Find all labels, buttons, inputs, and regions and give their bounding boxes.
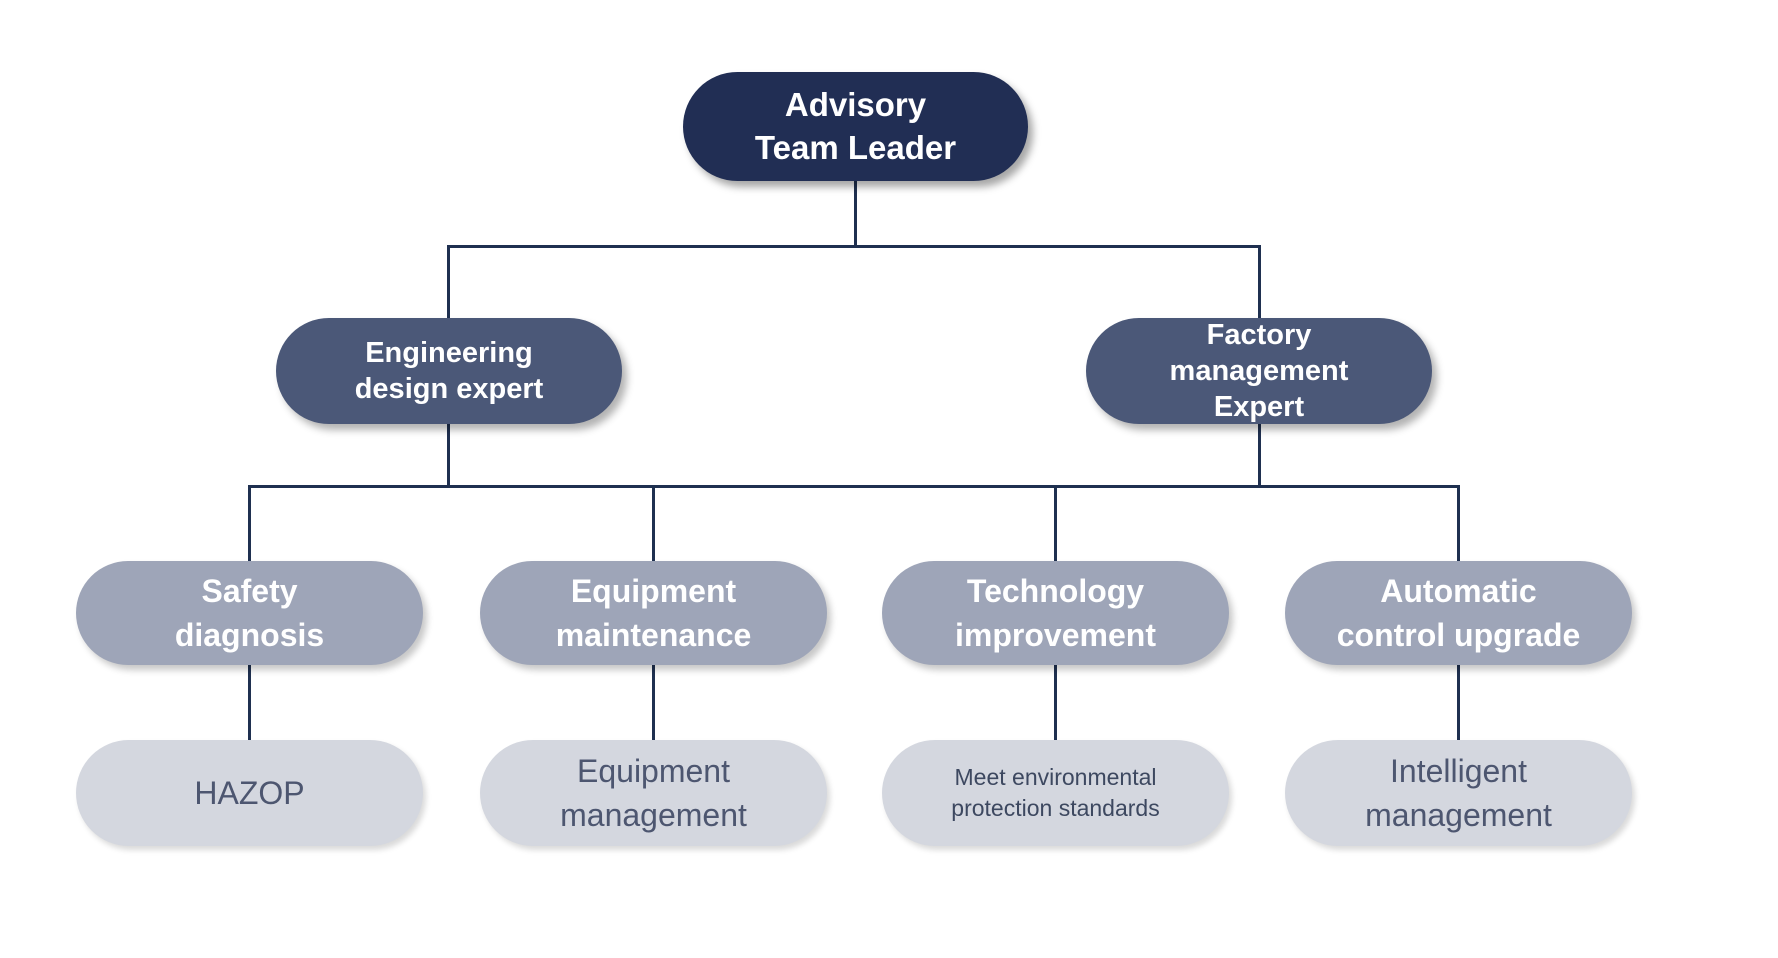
node-equipment-maintenance: Equipment maintenance — [480, 561, 827, 665]
connector-level3-horizontal — [248, 485, 1460, 488]
connector-to-engineering — [447, 245, 450, 319]
node-equipment-management: Equipment management — [480, 740, 827, 846]
connector-technology-detail — [1054, 665, 1057, 741]
connector-to-factory — [1258, 245, 1261, 319]
node-label: Engineering design expert — [354, 336, 544, 405]
node-factory-management-expert: Factory management Expert — [1086, 318, 1432, 424]
connector-to-technology — [1054, 485, 1057, 562]
connector-root-down — [854, 181, 857, 248]
node-hazop: HAZOP — [76, 740, 423, 846]
connector-level2-horizontal — [447, 245, 1261, 248]
node-environmental-standards: Meet environmental protection standards — [882, 740, 1229, 846]
connector-to-safety — [248, 485, 251, 562]
node-label: Automatic control upgrade — [1336, 572, 1581, 653]
connector-engineering-down — [447, 424, 450, 487]
node-technology-improvement: Technology improvement — [882, 561, 1229, 665]
node-label: Intelligent management — [1365, 752, 1552, 833]
node-label: Advisory Team Leader — [754, 85, 957, 166]
node-engineering-design-expert: Engineering design expert — [276, 318, 622, 424]
node-intelligent-management: Intelligent management — [1285, 740, 1632, 846]
node-advisory-team-leader: Advisory Team Leader — [683, 72, 1028, 181]
node-label: Meet environmental protection standards — [951, 763, 1160, 821]
connector-to-maintenance — [652, 485, 655, 562]
node-label: Equipment management — [560, 752, 747, 833]
connector-safety-detail — [248, 665, 251, 741]
node-label: Equipment maintenance — [555, 572, 752, 653]
node-label: Technology improvement — [955, 572, 1156, 653]
connector-automatic-detail — [1457, 665, 1460, 741]
node-label: HAZOP — [194, 774, 305, 811]
node-label: Safety diagnosis — [174, 572, 325, 653]
node-safety-diagnosis: Safety diagnosis — [76, 561, 423, 665]
node-automatic-control-upgrade: Automatic control upgrade — [1285, 561, 1632, 665]
node-label: Factory management Expert — [1169, 318, 1349, 424]
connector-factory-down — [1258, 424, 1261, 487]
connector-maintenance-detail — [652, 665, 655, 741]
connector-to-automatic — [1457, 485, 1460, 562]
